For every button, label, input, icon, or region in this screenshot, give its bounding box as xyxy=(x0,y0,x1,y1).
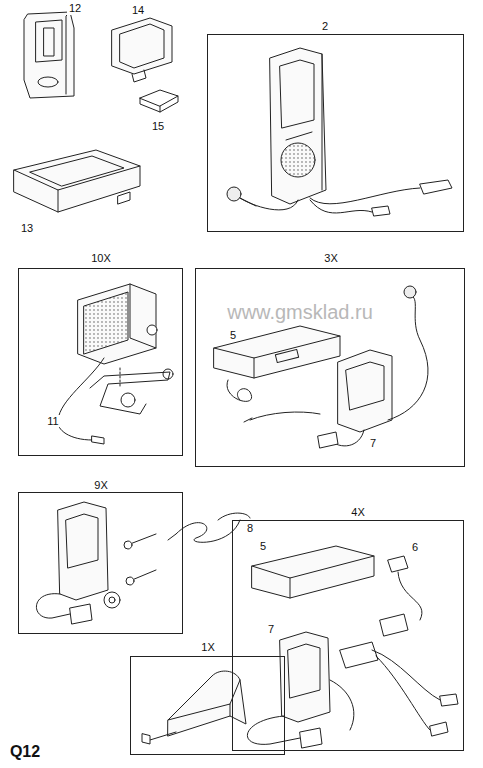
kit-number: 3X xyxy=(322,252,339,264)
kit-number: 2 xyxy=(320,20,330,32)
kit-3x xyxy=(214,286,428,448)
kit-frame: 9X xyxy=(18,492,183,634)
kit-number: 10X xyxy=(89,252,113,264)
callout-number: 7 xyxy=(368,437,378,449)
kit-number: 4X xyxy=(349,506,366,518)
kit-frame: 10X11 xyxy=(18,268,183,456)
wedge-1x xyxy=(142,671,246,744)
kit-frame: 2 xyxy=(207,34,464,232)
callout-number: 7 xyxy=(266,623,276,635)
callout-number: 6 xyxy=(410,541,420,553)
cradle-frame-14 xyxy=(112,18,172,82)
callout-number: 5 xyxy=(228,329,238,341)
figure-code: Q12 xyxy=(8,743,42,761)
callout-number: 8 xyxy=(245,522,255,535)
speaker-10x xyxy=(58,284,173,444)
callout-number: 12 xyxy=(67,2,83,15)
kit-4x xyxy=(247,546,458,748)
cable-8 xyxy=(168,513,250,542)
kit-frame: 4X567 xyxy=(232,520,464,751)
callout-number: 5 xyxy=(258,540,268,552)
kit-frame: 3X57 xyxy=(195,268,465,467)
callout-number: 15 xyxy=(150,120,166,133)
callout-number: 11 xyxy=(45,415,60,427)
kit-number: 1X xyxy=(199,641,216,653)
kit-frame: 1X xyxy=(130,656,285,755)
cap-15 xyxy=(140,90,178,112)
holder-12 xyxy=(24,12,74,98)
cradle-9x xyxy=(36,502,156,624)
callout-number: 13 xyxy=(19,222,35,235)
callout-number: 14 xyxy=(130,4,146,17)
tray-13 xyxy=(14,150,140,212)
hands-free-holder xyxy=(227,48,452,216)
watermark: www.gmsklad.ru xyxy=(225,301,375,323)
kit-number: 9X xyxy=(92,479,109,491)
